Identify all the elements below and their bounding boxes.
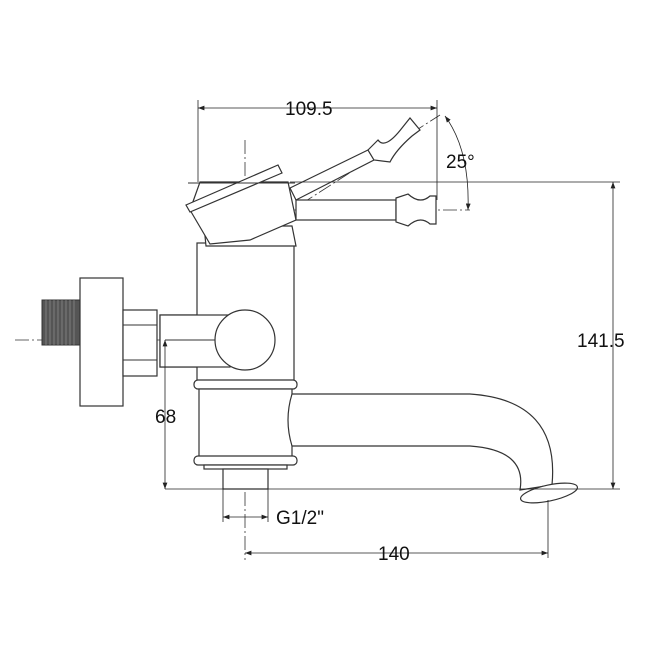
dim-lever-reach: 109.5 [285,99,333,120]
spout [287,393,579,504]
dim-lever-angle: 25° [446,152,475,173]
dim-total-height: 141.5 [577,331,625,352]
dimensions [162,100,620,558]
lever-handle [185,117,437,247]
thread-icon [41,299,81,346]
dim-spout-reach: 140 [378,544,410,565]
dim-thread: G1/2" [276,508,324,529]
dim-inlet-height: 68 [155,407,176,428]
faucet-body [159,242,298,490]
